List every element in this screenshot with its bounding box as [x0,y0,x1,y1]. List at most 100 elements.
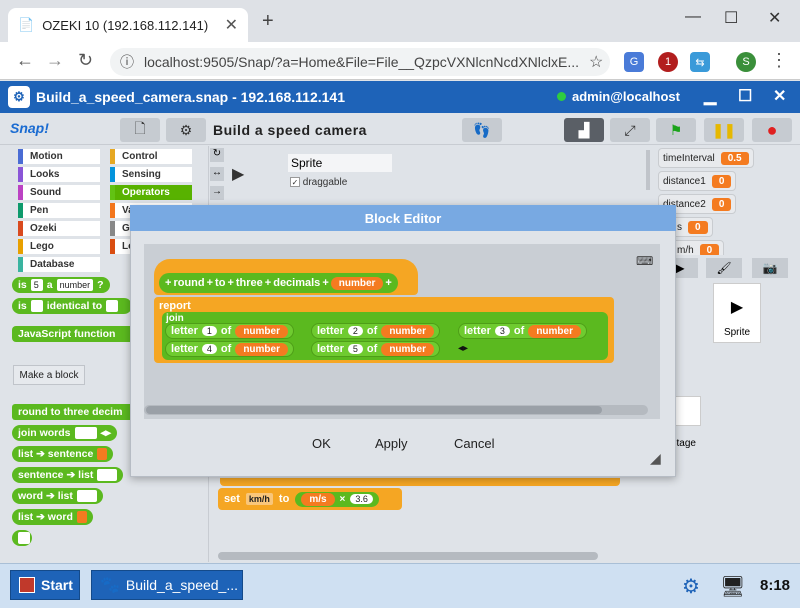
round-to-three-block[interactable]: round to three decim [12,404,138,420]
browser-tab[interactable]: 📄 OZEKI 10 (192.168.112.141) ✕ [8,8,248,42]
stop-icon[interactable]: ● [752,118,792,142]
cancel-button[interactable]: Cancel [454,436,495,451]
category-control[interactable]: Control [110,149,192,164]
online-status-icon [556,92,566,101]
url-input[interactable]: ⓘ localhost:9505/Snap/?a=Home&File=File_… [110,48,610,76]
category-ozeki[interactable]: Ozeki [18,221,100,236]
settings-gear-icon[interactable]: ⚙ [166,118,206,142]
scripts-hscrollbar[interactable] [218,552,598,560]
forward-icon[interactable]: → [46,50,64,70]
new-tab-button[interactable]: + [262,10,274,32]
close-tab-icon[interactable]: ✕ [224,17,238,34]
sentence-list-block[interactable]: sentence ➔ list [12,467,124,483]
paintbrush-icon[interactable]: 🖌 [706,258,742,278]
reload-icon[interactable]: ↻ [78,50,94,70]
multiply-block[interactable]: m/s × 3.6 [295,491,379,507]
stage-size-icon[interactable]: ▟ [564,118,604,142]
app-user[interactable]: admin@localhost [556,89,680,104]
scripts-scrollbar[interactable] [646,150,650,190]
corral-sprite[interactable]: ▶ Sprite [713,283,761,343]
join-label: join [166,313,184,324]
close-window-icon[interactable]: ✕ [768,10,782,27]
list-sentence-block[interactable]: list ➔ sentence [12,446,114,462]
flip-icon[interactable]: ↔ [210,167,224,181]
variable-dropdown[interactable]: km/h [245,493,273,505]
file-menu-icon[interactable]: 🗋 [120,118,160,142]
report-label: report [159,300,191,312]
camera-icon[interactable]: 📷 [752,258,788,278]
page-icon: 📄 [18,17,35,32]
rotate-icon[interactable]: ↻ [210,148,224,162]
ublock-icon[interactable]: 1 [658,52,678,72]
back-icon[interactable]: ← [16,50,34,70]
ok-button[interactable]: OK [312,436,331,451]
word-list-block[interactable]: word ➔ list [12,488,103,504]
category-motion[interactable]: Motion [18,149,100,164]
javascript-function-block[interactable]: JavaScript function [12,326,137,342]
stage-label: Stage [670,438,696,449]
footprints-icon[interactable]: 👣 [462,118,502,142]
category-database[interactable]: Database [18,257,100,272]
stage-thumbnail[interactable] [675,396,701,426]
no-rotate-icon[interactable]: → [210,186,224,200]
custom-block-prototype[interactable]: +round+to+three+decimals+ number+ [159,273,398,293]
monitor-tray-icon[interactable]: 🖥 [720,576,746,598]
empty-reporter-block[interactable] [12,530,32,546]
browser-menu-icon[interactable]: ⋮ [770,50,788,70]
dialog-scroll-thumb[interactable] [146,406,602,414]
project-name: Build a speed camera [213,122,367,138]
maximize-window-icon[interactable]: ☐ [724,10,739,27]
translate-icon[interactable]: G [624,52,644,72]
app-minimize-icon[interactable]: ▁ [704,88,717,105]
category-pen[interactable]: Pen [18,203,100,218]
pause-icon[interactable]: ❚❚ [704,118,744,142]
minimize-window-icon[interactable]: — [685,8,701,25]
number-param[interactable]: number [330,276,384,290]
category-operators[interactable]: Operators [110,185,192,200]
sprite-thumbnail-icon: ▶ [232,166,245,183]
sync-icon[interactable]: ⇆ [690,52,710,72]
ozeki-tray-icon[interactable]: ⚙ [682,576,700,598]
apply-button[interactable]: Apply [375,436,408,451]
set-kmh-block[interactable]: set km/h to m/s × 3.6 [218,488,402,510]
green-flag-icon[interactable]: ⚑ [656,118,696,142]
sprite-name-input[interactable]: Sprite [288,154,392,172]
ext-badge: 1 [664,56,672,68]
profile-initial: S [742,56,750,68]
resize-handle-icon[interactable]: ◢ [650,450,661,466]
profile-avatar[interactable]: S [736,52,756,72]
list-word-block[interactable]: list ➔ word [12,509,93,525]
draggable-checkbox[interactable]: ✓ draggable [290,177,348,188]
snap-app-icon: 🐾 [100,577,120,594]
taskbar-app-item[interactable]: 🐾 Build_a_speed_... [91,570,243,600]
category-sound[interactable]: Sound [18,185,100,200]
bookmark-star-icon[interactable]: ☆ [589,54,604,71]
join-arrows-icon[interactable]: ◂▸ [458,343,469,354]
app-close-icon[interactable]: ✕ [773,88,787,105]
make-block-button[interactable]: Make a block [13,365,85,385]
script-block-bottom [220,478,620,486]
keyboard-icon[interactable]: ⌨ [636,254,654,268]
join-words-block[interactable]: join words◂▸ [12,425,118,441]
app-maximize-icon[interactable]: ☐ [738,88,753,105]
sprite-arrow-icon: ▶ [730,299,744,316]
dialog-title[interactable]: Block Editor [130,205,676,231]
fullscreen-icon[interactable]: ⤢ [610,118,650,142]
category-lego[interactable]: Lego [18,239,100,254]
user-name: admin@localhost [571,89,680,104]
snap-logo[interactable]: Snap! [10,120,49,136]
category-sensing[interactable]: Sensing [110,167,192,182]
url-text: localhost:9505/Snap/?a=Home&File=File__Q… [144,54,579,70]
start-button[interactable]: Start [10,570,80,600]
category-looks[interactable]: Looks [18,167,100,182]
